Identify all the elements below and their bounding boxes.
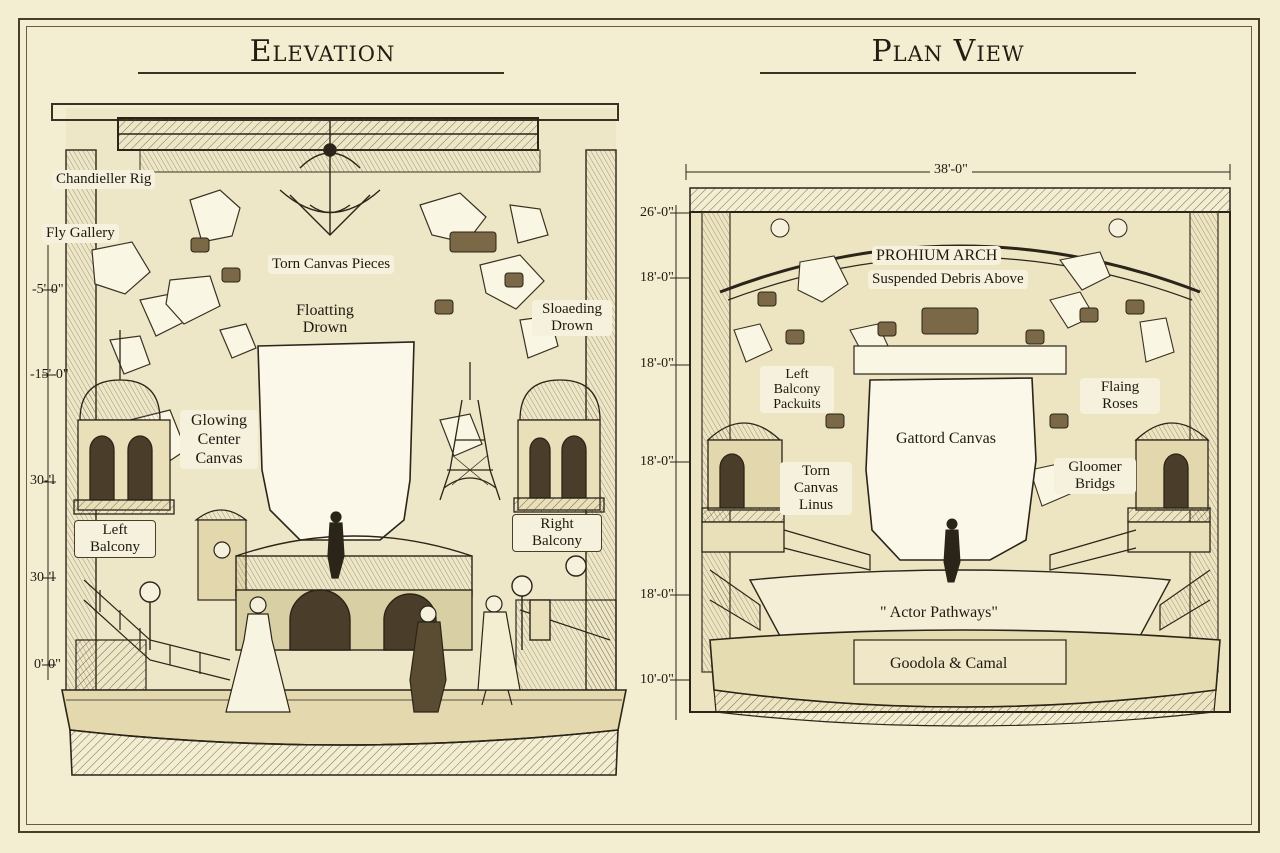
left-balcony-line-2: Balcony: [90, 539, 140, 555]
flaing-line-1: Flaing: [1100, 379, 1140, 395]
elevation-heading-rule: [138, 72, 504, 74]
sloaeding-drown-label: Sloaeding Drown: [532, 300, 612, 336]
elevation-dim-4: 30-'l: [30, 570, 56, 585]
gloomer-line-1: Gloomer: [1068, 459, 1122, 475]
fly-gallery-label: Fly Gallery: [42, 224, 119, 243]
plan-heading-rule: [760, 72, 1136, 74]
glowing-line-3: Canvas: [195, 450, 243, 467]
elevation-dim-3: 30-'l: [30, 473, 56, 488]
plan-heading: Plan View: [871, 34, 1025, 69]
gondola-canal-label: Goodola & Camal: [890, 655, 1008, 672]
sloaeding-line-1: Sloaeding: [542, 301, 602, 317]
plan-dim-4: 18'-0": [640, 454, 674, 469]
gloomer-line-2: Bridgs: [1074, 476, 1115, 492]
plan-torn-line-2: Canvas: [793, 480, 839, 496]
elevation-dim-5: 0'-0": [34, 657, 61, 672]
chandelier-rig-label: Chandieller Rig: [52, 170, 156, 189]
plan-dim-5: 18'-0": [640, 587, 674, 602]
torn-canvas-label: Torn Canvas Pieces: [268, 255, 395, 274]
glowing-line-1: Glowing: [191, 412, 247, 429]
plan-torn-line-3: Linus: [798, 497, 834, 513]
right-balcony-line-1: Right: [540, 516, 574, 532]
plan-width-dim: 38'-0": [930, 162, 972, 178]
inner-border: [26, 26, 1252, 825]
glowing-line-2: Center: [197, 431, 241, 448]
plan-left-balcony-line-3: Packuits: [773, 397, 821, 412]
floating-drown-line-1: Floatting: [296, 302, 354, 319]
right-balcony-label: Right Balcony: [512, 514, 602, 552]
floating-drown-label: Floatting Drown: [280, 302, 370, 336]
plan-dim-6: 10'-0": [640, 672, 674, 687]
plan-left-balcony-line-1: Left: [785, 367, 809, 382]
torn-canvas-linus-label: Torn Canvas Linus: [780, 462, 852, 515]
plan-dim-2: 18'-0": [640, 270, 674, 285]
elevation-dim-2: -15'-0": [30, 367, 69, 382]
plan-torn-line-1: Torn: [801, 463, 831, 479]
left-balcony-label: Left Balcony: [74, 520, 156, 558]
plan-dim-3: 18'-0": [640, 356, 674, 371]
elevation-dim-1: -5'-0": [32, 282, 64, 297]
floating-drown-line-2: Drown: [302, 319, 348, 336]
plan-drawing: [670, 164, 1231, 727]
suspended-debris-label: Suspended Debris Above: [868, 270, 1028, 289]
flaing-roses-label: Flaing Roses: [1080, 378, 1160, 414]
sloaeding-line-2: Drown: [551, 318, 593, 334]
outer-border: [18, 18, 1260, 833]
elevation-drawing: [42, 103, 627, 776]
gloomer-bridgs-label: Gloomer Bridgs: [1054, 458, 1136, 494]
left-balcony-packuits-label: Left Balcony Packuits: [760, 366, 834, 413]
plan-left-balcony-line-2: Balcony: [773, 382, 821, 397]
right-balcony-line-2: Balcony: [532, 533, 582, 549]
plan-dim-1: 26'-0": [640, 205, 674, 220]
glowing-center-canvas-label: Glowing Center Canvas: [180, 410, 258, 469]
proscenium-arch-label: PROHIUM ARCH: [872, 246, 1002, 265]
flaing-line-2: Roses: [1102, 396, 1138, 412]
actor-pathways-label: " Actor Pathways": [880, 604, 998, 621]
gattord-canvas-label: Gattord Canvas: [896, 430, 996, 447]
elevation-heading: Elevation: [249, 34, 396, 69]
left-balcony-line-1: Left: [102, 522, 128, 538]
